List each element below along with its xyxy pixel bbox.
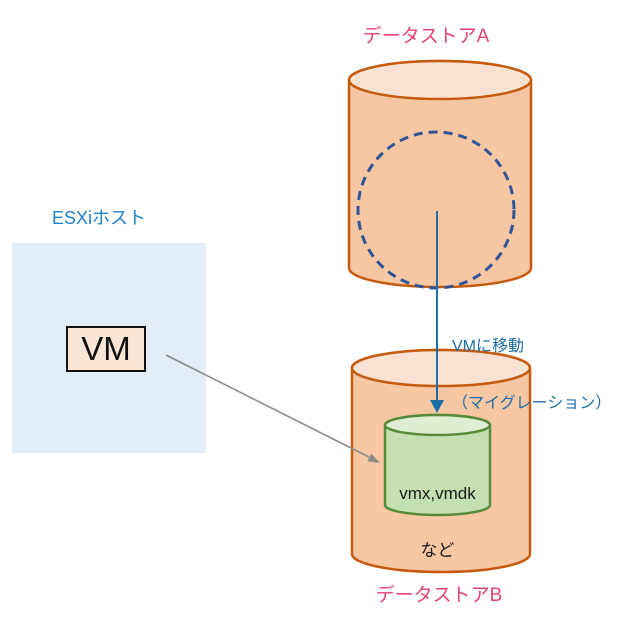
datastore-a-label: データストアA	[362, 26, 490, 47]
datastore-a-cylinder-top	[347, 59, 533, 101]
vm-files-label-line2: など	[420, 541, 455, 560]
migration-caption-line1: VMに移動	[452, 338, 525, 355]
vm-label: VM	[81, 330, 131, 367]
migration-arrowhead-icon	[430, 400, 444, 413]
datastore-a-cylinder	[347, 59, 533, 289]
vm-to-datastore-arrowhead-icon	[367, 453, 380, 463]
migration-arrow	[430, 211, 444, 413]
vm-files-cylinder	[383, 413, 492, 517]
esxi-host-label: ESXiホスト	[52, 208, 147, 228]
vm-files-cylinder-top	[383, 413, 492, 437]
migration-caption-line2: （マイグレーション）	[452, 395, 612, 412]
migration-caption: VMに移動 （マイグレーション）	[452, 299, 611, 451]
vm-to-datastore-arrow	[165, 354, 380, 463]
vm-box: VM	[66, 326, 146, 372]
datastore-b-cylinder-top	[350, 348, 532, 388]
datastore-b-label: データストアB	[375, 585, 503, 606]
vm-files-label-line1: vmx,vmdk	[399, 484, 476, 503]
vm-to-datastore-arrow-line	[165, 354, 370, 458]
vm-files-label: vmx,vmdk など	[385, 446, 490, 598]
